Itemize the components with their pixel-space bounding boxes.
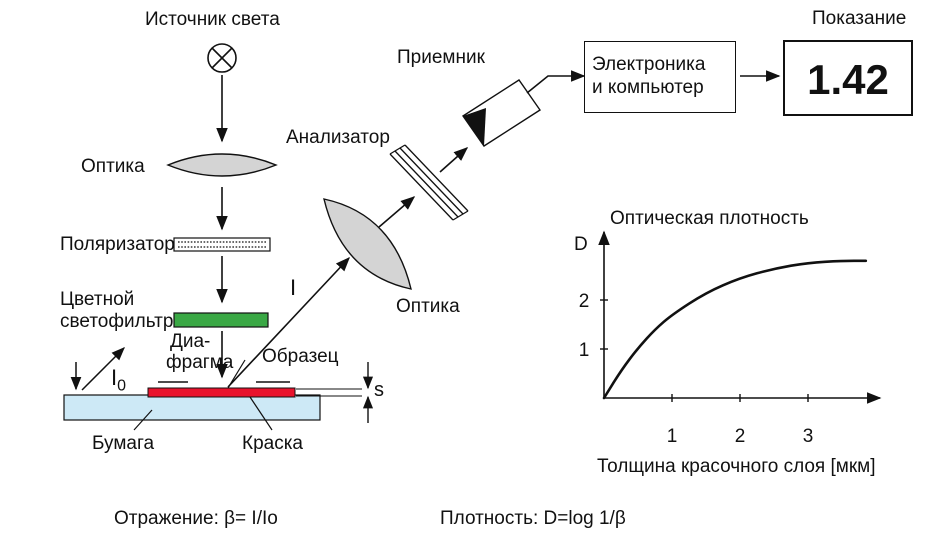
- beam-arrow-analyzer-receiver: [439, 147, 469, 173]
- optics-lens-top: [166, 153, 278, 177]
- color-filter-label-line1: Цветной: [60, 289, 135, 310]
- optics-right-label: Оптика: [396, 296, 460, 317]
- ink-label: Краска: [242, 433, 303, 454]
- signal-arrow-receiver-electronics: [526, 70, 586, 94]
- thickness-marker: [296, 362, 374, 423]
- ink-layer: [147, 387, 296, 398]
- receiver-icon: [462, 79, 541, 147]
- sample-label: Образец: [262, 346, 339, 367]
- formula-reflection: Отражение: β= I/Io: [114, 508, 278, 529]
- electronics-label-line2: и компьютер: [592, 77, 704, 98]
- receiver-label: Приемник: [397, 47, 485, 68]
- reflected-intensity-label: I: [290, 275, 297, 300]
- chart-title: Оптическая плотность: [610, 208, 809, 229]
- reflected-beam-arrow: [227, 256, 350, 388]
- reading-title: Показание: [812, 8, 907, 29]
- paper-label: Бумага: [92, 433, 155, 454]
- incident-intensity-label: I0: [111, 366, 126, 395]
- optics-top-label: Оптика: [81, 156, 145, 177]
- ink-leader: [249, 396, 273, 431]
- light-source-icon: [207, 43, 237, 73]
- formula-density: Плотность: D=log 1/β: [440, 508, 626, 529]
- electronics-box: Электроника и компьютер: [584, 41, 736, 113]
- polarizer-icon: [173, 237, 271, 252]
- aperture-label-line1: Диа-: [170, 331, 211, 352]
- chart-x-label: Толщина красочного слоя [мкм]: [597, 456, 876, 477]
- electronics-label-line1: Электроника: [592, 54, 706, 75]
- chart-y-tick-label: 1: [579, 340, 590, 361]
- reading-display: 1.42: [783, 40, 913, 116]
- analyzer-label: Анализатор: [286, 127, 390, 148]
- chart-x-tick-label: 1: [667, 426, 678, 447]
- optics-lens-right: [323, 198, 412, 290]
- polarizer-label: Поляризатор: [60, 234, 175, 255]
- reading-value: 1.42: [807, 56, 889, 103]
- aperture-label-line2: фрагма: [166, 352, 234, 373]
- beam-arrow-optics-analyzer: [378, 196, 416, 228]
- chart-y-tick-label: 2: [579, 291, 590, 312]
- color-filter-label-line2: светофильтр: [60, 311, 174, 332]
- incident-intensity-subscript: 0: [117, 377, 127, 395]
- light-source-label: Источник света: [145, 9, 280, 30]
- reflected-arrow-i0: [81, 347, 125, 391]
- chart-y-label: D: [574, 234, 588, 255]
- thickness-label: s: [374, 379, 384, 401]
- paper-substrate: [63, 394, 321, 421]
- chart-series-line: [602, 259, 868, 400]
- chart-x-tick-label: 2: [735, 426, 746, 447]
- analyzer-icon: [389, 144, 469, 221]
- chart-x-tick-label: 3: [803, 426, 814, 447]
- color-filter: [173, 312, 269, 328]
- incident-intensity-symbol: I: [111, 365, 118, 390]
- paper-leader: [133, 409, 153, 431]
